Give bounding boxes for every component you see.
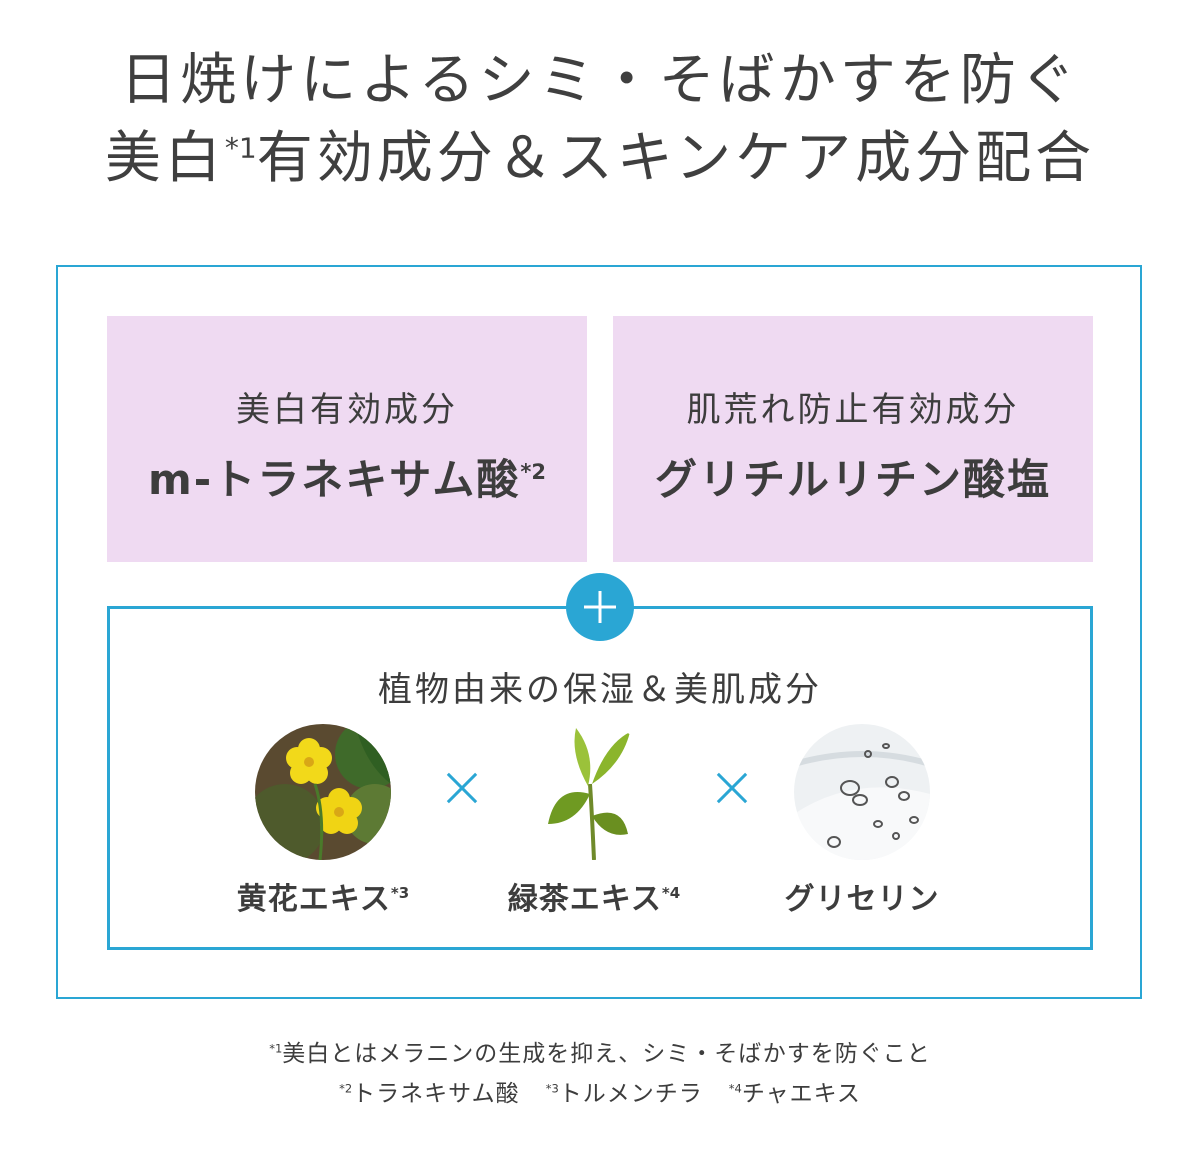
headline-line-1: 日焼けによるシミ・そばかすを防ぐ	[120, 48, 1080, 113]
headline-line-2-pre: 美白	[104, 126, 225, 191]
anti-irritation-ingredient-card: 肌荒れ防止有効成分 グリチルリチン酸塩	[613, 316, 1093, 562]
headline: 日焼けによるシミ・そばかすを防ぐ 美白*1有効成分＆スキンケア成分配合	[0, 42, 1200, 198]
outer-frame	[56, 265, 1142, 999]
footnote-1: *1美白とはメラニンの生成を抑え、シミ・そばかすを防ぐこと	[0, 1034, 1200, 1068]
whitening-ingredient-card: 美白有効成分 m-トラネキサム酸*2	[107, 316, 587, 562]
glycerin-droplets-image	[794, 724, 930, 860]
card-ingredient-sup: *2	[520, 460, 546, 484]
ingredient-label-text: 黄花エキス	[236, 882, 391, 917]
ingredient-label: 黄花エキス*3	[188, 874, 458, 918]
ingredient-sup: *4	[661, 884, 681, 902]
yellow-flower-image	[255, 724, 391, 860]
footnote-mark: *2	[339, 1081, 353, 1096]
ingredient-green-tea: 緑茶エキス*4	[459, 724, 729, 918]
ingredient-label-text: 緑茶エキス	[507, 882, 662, 917]
plus-icon	[566, 573, 634, 641]
ingredient-yellow-flower: 黄花エキス*3	[188, 724, 458, 918]
card-ingredient-name-text: グリチルリチン酸塩	[654, 455, 1051, 504]
card-subtitle: 美白有効成分	[236, 390, 458, 430]
ingredient-glycerin: グリセリン	[727, 724, 997, 918]
footnote-mark: *1	[269, 1041, 283, 1056]
footnote-2: *2トラネキサム酸 *3トルメンチラ *4チャエキス	[0, 1074, 1200, 1108]
card-ingredient-name-text: m-トラネキサム酸	[148, 455, 521, 504]
ingredient-label-text: グリセリン	[784, 882, 940, 917]
card-ingredient-name: m-トラネキサム酸*2	[107, 446, 587, 507]
ingredient-label: グリセリン	[727, 874, 997, 918]
footnote-text: 美白とはメラニンの生成を抑え、シミ・そばかすを防ぐこと	[282, 1041, 931, 1067]
headline-line-2-post: 有効成分＆スキンケア成分配合	[256, 126, 1096, 191]
footnote-mark: *4	[728, 1081, 742, 1096]
card-subtitle: 肌荒れ防止有効成分	[686, 390, 1020, 430]
footnote-text: トラネキサム酸	[352, 1081, 520, 1107]
ingredient-sup: *3	[390, 884, 410, 902]
headline-line-2: 美白*1有効成分＆スキンケア成分配合	[0, 120, 1200, 198]
plant-section-title: 植物由来の保湿＆美肌成分	[378, 670, 822, 710]
ingredient-label: 緑茶エキス*4	[459, 874, 729, 918]
footnote-text: チャエキス	[741, 1081, 861, 1107]
footnote-text: トルメンチラ	[558, 1081, 703, 1107]
card-ingredient-name: グリチルリチン酸塩	[613, 446, 1093, 507]
headline-sup: *1	[224, 131, 257, 165]
green-tea-leaves-image	[526, 724, 662, 860]
footnote-mark: *3	[545, 1081, 559, 1096]
